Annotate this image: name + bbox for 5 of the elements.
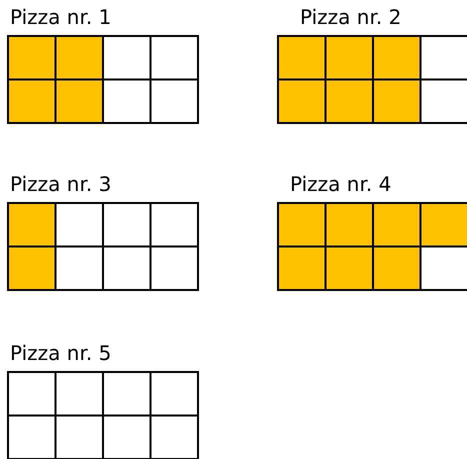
pizza-heading: Pizza nr. 2: [300, 5, 402, 29]
pizza-heading: Pizza nr. 1: [10, 5, 112, 29]
pizza-heading: Pizza nr. 4: [290, 172, 392, 196]
pizza-heading: Pizza nr. 5: [10, 341, 112, 365]
pizza-heading: Pizza nr. 3: [10, 172, 112, 196]
